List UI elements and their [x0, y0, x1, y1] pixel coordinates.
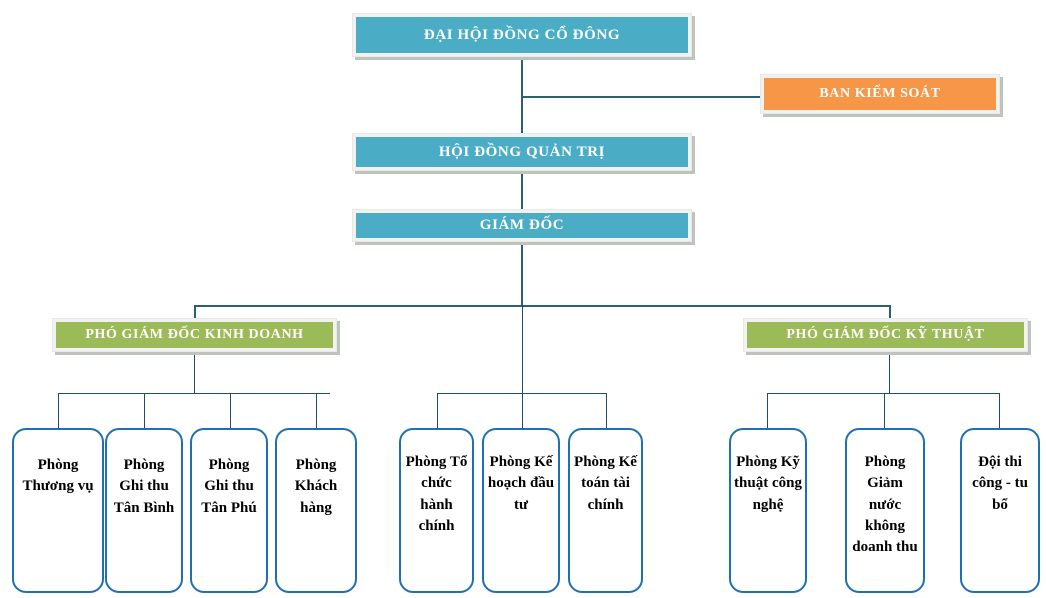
connector-drop-business-2: [144, 393, 145, 429]
connector-drop-central-1: [437, 393, 438, 429]
connector-drop-business-4: [316, 393, 317, 429]
connector-board-to-director: [521, 171, 523, 211]
node-board-of-management-label: HỘI ĐỒNG QUẢN TRỊ: [438, 143, 606, 160]
leaf-phong-khach-hang-label: Phòng Khách hàng: [294, 457, 338, 516]
node-board-of-management[interactable]: HỘI ĐỒNG QUẢN TRỊ: [352, 133, 692, 171]
leaf-phong-ghi-thu-tan-phu-label: Phòng Ghi thu Tân Phú: [201, 457, 257, 516]
node-deputy-director-business-label: PHÓ GIÁM ĐỐC KINH DOANH: [85, 327, 304, 343]
leaf-phong-giam-nuoc-khong-doanh-thu[interactable]: Phòng Giảm nước không doanh thu: [845, 428, 925, 593]
connector-drop-deputy-business: [194, 305, 196, 322]
leaf-doi-thi-cong-tu-bo[interactable]: Đội thi công - tu bổ: [960, 428, 1040, 593]
connector-drop-technical-3: [999, 393, 1000, 429]
node-deputy-director-technical-fill: PHÓ GIÁM ĐỐC KỸ THUẬT: [747, 322, 1024, 348]
leaf-phong-to-chuc-hanh-chinh-label: Phòng Tổ chức hành chính: [405, 454, 468, 534]
leaf-phong-ke-toan-tai-chinh[interactable]: Phòng Kế toán tài chính: [568, 428, 643, 593]
connector-spine-to-supervisory: [521, 96, 761, 98]
leaf-phong-ghi-thu-tan-phu[interactable]: Phòng Ghi thu Tân Phú: [190, 428, 268, 593]
leaf-phong-ky-thuat-cong-nghe[interactable]: Phòng Kỹ thuật công nghệ: [729, 428, 807, 593]
connector-drop-business-3: [230, 393, 231, 429]
connector-director-to-central-group: [522, 305, 523, 393]
connector-drop-central-2: [522, 393, 523, 429]
leaf-phong-giam-nuoc-khong-doanh-thu-label: Phòng Giảm nước không doanh thu: [852, 454, 918, 556]
leaf-phong-ke-hoach-dau-tu-label: Phòng Kế hoạch đầu tư: [487, 454, 555, 513]
connector-drop-technical-2: [884, 393, 885, 429]
connector-drop-deputy-technical: [889, 305, 891, 322]
node-deputy-director-business[interactable]: PHÓ GIÁM ĐỐC KINH DOANH: [52, 318, 337, 352]
connector-drop-central-3: [606, 393, 607, 429]
node-supervisory-board-fill: BAN KIỂM SOÁT: [764, 78, 996, 110]
node-shareholders-assembly-fill: ĐẠI HỘI ĐỒNG CỔ ĐÔNG: [356, 17, 688, 53]
node-deputy-director-technical[interactable]: PHÓ GIÁM ĐỐC KỸ THUẬT: [743, 318, 1028, 352]
connector-director-down: [521, 240, 523, 306]
node-director-fill: GIÁM ĐỐC: [356, 213, 688, 238]
connector-business-bus: [58, 393, 330, 394]
leaf-phong-ghi-thu-tan-binh[interactable]: Phòng Ghi thu Tân Bình: [105, 428, 183, 593]
leaf-phong-ky-thuat-cong-nghe-label: Phòng Kỹ thuật công nghệ: [734, 454, 802, 513]
connector-technical-bus: [767, 393, 1000, 394]
connector-drop-technical-1: [767, 393, 768, 429]
node-director[interactable]: GIÁM ĐỐC: [352, 209, 692, 242]
node-deputy-director-technical-label: PHÓ GIÁM ĐỐC KỸ THUẬT: [786, 327, 985, 343]
leaf-phong-ghi-thu-tan-binh-label: Phòng Ghi thu Tân Bình: [113, 457, 175, 516]
connector-deputy-technical-down: [889, 352, 890, 393]
node-supervisory-board[interactable]: BAN KIỂM SOÁT: [760, 74, 1000, 114]
leaf-phong-khach-hang[interactable]: Phòng Khách hàng: [275, 428, 357, 593]
leaf-phong-to-chuc-hanh-chinh[interactable]: Phòng Tổ chức hành chính: [399, 428, 474, 593]
node-board-of-management-fill: HỘI ĐỒNG QUẢN TRỊ: [356, 137, 688, 167]
leaf-phong-thuong-vu[interactable]: Phòng Thương vụ: [12, 428, 104, 593]
node-deputy-director-business-fill: PHÓ GIÁM ĐỐC KINH DOANH: [56, 322, 333, 348]
connector-drop-business-1: [58, 393, 59, 429]
leaf-doi-thi-cong-tu-bo-label: Đội thi công - tu bổ: [972, 454, 1028, 513]
leaf-phong-ke-hoach-dau-tu[interactable]: Phòng Kế hoạch đầu tư: [482, 428, 560, 593]
leaf-phong-thuong-vu-label: Phòng Thương vụ: [22, 457, 94, 495]
node-shareholders-assembly-label: ĐẠI HỘI ĐỒNG CỔ ĐÔNG: [423, 26, 621, 43]
leaf-phong-ke-toan-tai-chinh-label: Phòng Kế toán tài chính: [574, 454, 637, 513]
node-director-label: GIÁM ĐỐC: [479, 217, 565, 234]
connector-deputy-business-down: [194, 352, 195, 393]
connector-deputies-bus: [194, 305, 891, 307]
node-supervisory-board-label: BAN KIỂM SOÁT: [819, 86, 941, 102]
node-shareholders-assembly[interactable]: ĐẠI HỘI ĐỒNG CỔ ĐÔNG: [352, 13, 692, 57]
